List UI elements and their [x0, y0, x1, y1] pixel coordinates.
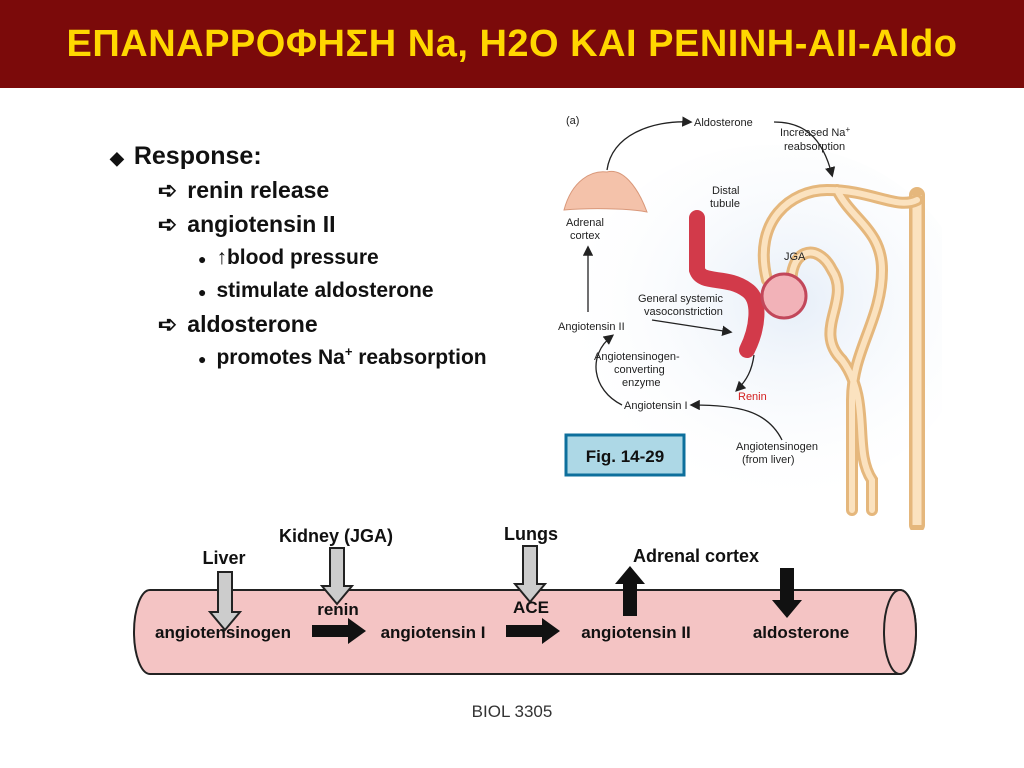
right-arrow-icon: [312, 618, 366, 644]
angiotensin-i-fig-label: Angiotensin I: [624, 400, 688, 412]
plus-superscript: +: [344, 344, 353, 359]
blood-pressure-label: blood pressure: [226, 246, 379, 269]
right-arrow-icon: [506, 618, 560, 644]
down-arrow-icon: [772, 568, 802, 618]
kidney-figure: (a) Aldosterone Increased Na+ reabsorpti…: [558, 115, 942, 530]
increased-na-label: Increased Na+: [780, 125, 850, 139]
lungs-arrow-icon: [512, 545, 548, 604]
up-arrow-icon: ↑: [216, 246, 227, 269]
vasoconstriction-label: vasoconstriction: [644, 306, 723, 318]
promotes-na-label: promotes Na: [216, 346, 345, 369]
general-systemic-label: General systemic: [638, 293, 723, 305]
bullet-stimulate-aldosterone: ● stimulate aldosterone: [198, 279, 434, 303]
arrow-to-vasoconstriction: [651, 319, 733, 336]
angiotensin-ii-label: angiotensin II: [187, 211, 336, 237]
renin-label: renin: [317, 600, 359, 619]
bullet-promotes-na: ● promotes Na+ reabsorption: [198, 344, 487, 370]
title-bar: [0, 0, 1024, 88]
adrenal-cortex-shape: [563, 170, 648, 213]
up-arrow-icon: [615, 566, 645, 616]
dot-bullet-icon: ●: [198, 351, 207, 367]
angiotensin-i-label: angiotensin I: [381, 623, 486, 642]
jga-label: JGA: [784, 251, 806, 263]
pathway-diagram: Liver Kidney (JGA) Lungs Adrenal cortex …: [133, 524, 917, 675]
arrow-to-aldosterone: [606, 116, 693, 171]
renin-release-label: renin release: [187, 177, 330, 203]
arrow-angiotensin-i-to-ii: [595, 334, 623, 406]
arrow-to-tubule: [773, 121, 836, 178]
panel-label: (a): [566, 115, 579, 127]
cortex-fig-label: cortex: [570, 230, 600, 242]
increased-na-plus: +: [845, 125, 850, 134]
fig-label-box: [564, 433, 686, 477]
reabsorption-label: reabsorption: [352, 346, 487, 369]
aldosterone-label: aldosterone: [187, 311, 318, 337]
response-label: Response:: [133, 142, 262, 170]
hollow-arrow-icon: ➪: [158, 211, 178, 237]
hollow-arrow-icon: ➪: [158, 311, 178, 337]
diamond-bullet-icon: ◆: [110, 148, 124, 168]
from-liver-label: (from liver): [742, 454, 795, 466]
bullet-response: ◆ Response:: [110, 142, 262, 171]
aldosterone-fig-label: Aldosterone: [694, 117, 753, 129]
glomerulus: [760, 272, 808, 320]
ace-label-2: converting: [614, 364, 665, 376]
adrenal-fig-label: Adrenal: [566, 217, 604, 229]
bullet-aldosterone: ➪ aldosterone: [158, 311, 318, 338]
arteriole: [689, 210, 765, 358]
kidney-arrow-icon: [319, 547, 355, 606]
adrenal-cortex-label: Adrenal cortex: [633, 546, 759, 566]
liver-arrow-icon: [207, 571, 243, 632]
angiotensin-ii-fig-label: Angiotensin II: [558, 321, 625, 333]
angiotensin-ii-label: angiotensin II: [581, 623, 691, 642]
dot-bullet-icon: ●: [198, 284, 207, 300]
angiotensinogen-fig-label: Angiotensinogen: [736, 441, 818, 453]
ace-label-3: enzyme: [622, 377, 661, 389]
arrow-renin-release: [735, 354, 755, 392]
hollow-arrow-icon: ➪: [158, 177, 178, 203]
angiotensinogen-label: angiotensinogen: [155, 623, 291, 642]
lungs-label: Lungs: [504, 524, 558, 544]
vessel-end: [883, 589, 917, 675]
ace-label: ACE: [513, 598, 549, 617]
footer-label: BIOL 3305: [471, 702, 553, 721]
bullet-angiotensin-ii: ➪ angiotensin II: [158, 211, 336, 238]
dot-bullet-icon: ●: [198, 251, 207, 267]
bullet-blood-pressure: ● ↑blood pressure: [198, 246, 379, 270]
distal-tubule-inner: [760, 186, 920, 513]
fig-label-text: Fig. 14-29: [586, 447, 664, 466]
stimulate-aldosterone-label: stimulate aldosterone: [216, 279, 434, 302]
tubule-label: tubule: [710, 198, 740, 210]
aldosterone-label: aldosterone: [753, 623, 849, 642]
arrow-angiotensinogen: [689, 399, 783, 441]
liver-label: Liver: [202, 548, 245, 568]
ace-label-1: Angiotensinogen-: [594, 351, 680, 363]
increased-na-text: Increased Na: [780, 127, 846, 139]
kidney-label: Kidney (JGA): [279, 526, 393, 546]
slide-title: ΕΠΑΝΑΡΡΟΦΗΣΗ Na, H2O ΚΑΙ ΡΕΝΙΝΗ-AII-Aldo: [66, 23, 958, 65]
distal-label: Distal: [712, 185, 740, 197]
reabsorption-fig-label: reabsorption: [784, 141, 845, 153]
renin-fig-label: Renin: [738, 391, 767, 403]
bullet-renin-release: ➪ renin release: [158, 177, 329, 204]
